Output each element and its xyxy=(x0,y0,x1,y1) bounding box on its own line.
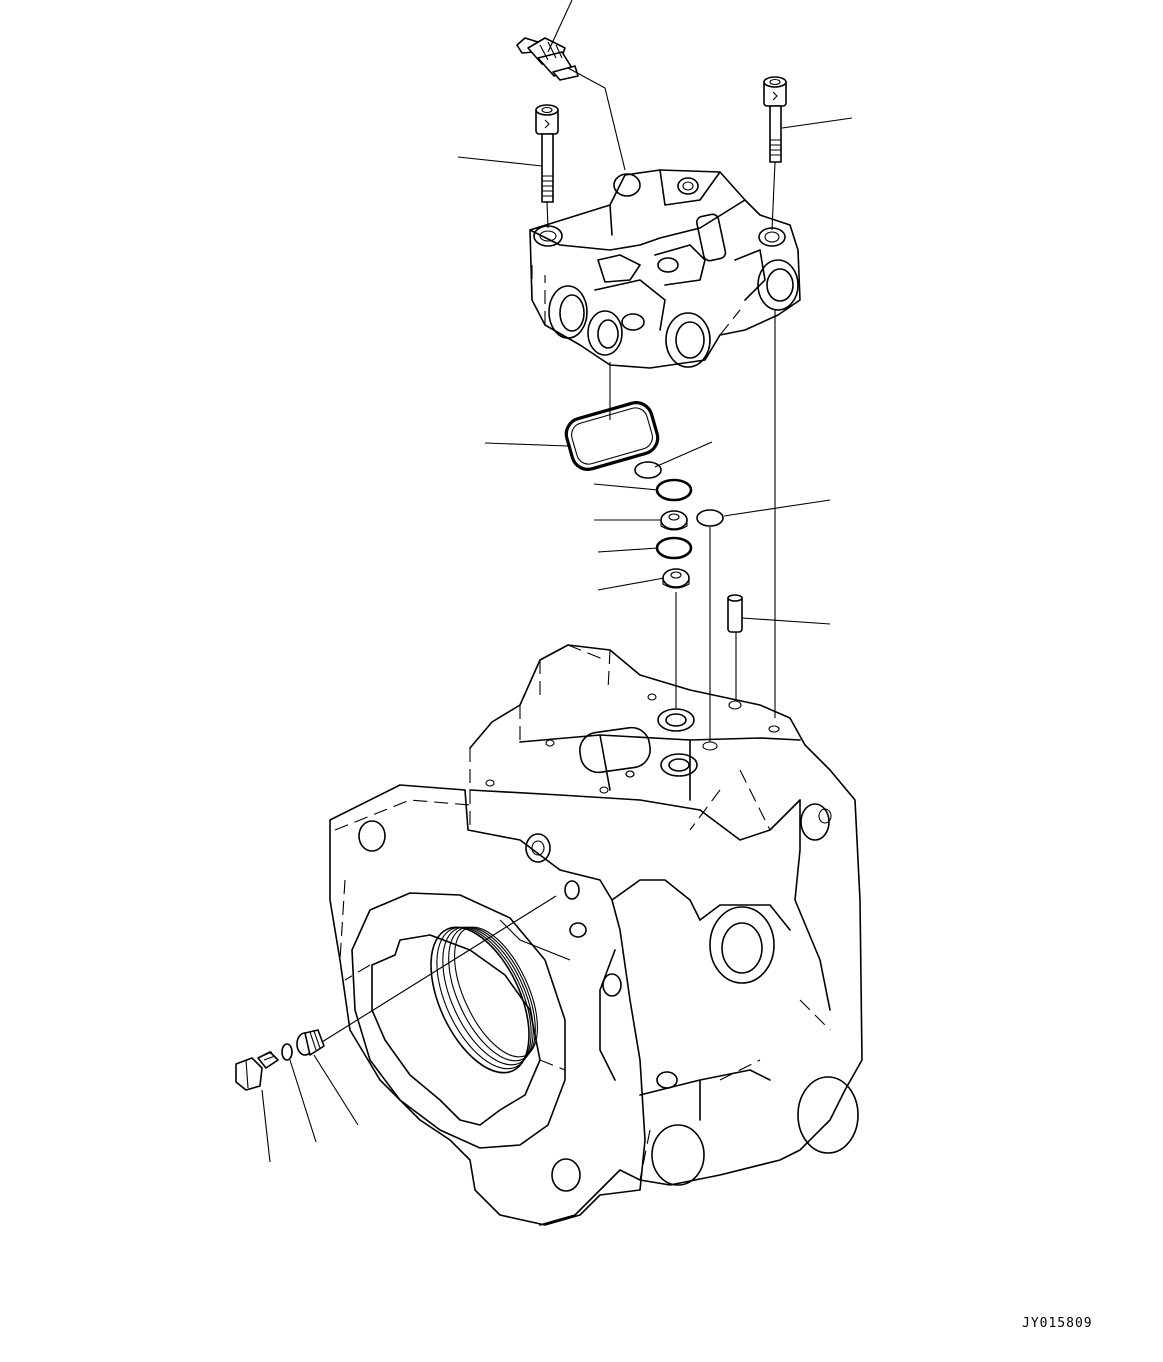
o-ring-2 xyxy=(655,536,693,560)
bolt-right xyxy=(763,76,787,163)
orifice-plug xyxy=(296,1029,325,1056)
plug-o-ring xyxy=(281,1043,293,1061)
collar-1 xyxy=(660,510,688,531)
valve-block xyxy=(529,169,801,369)
bolt-left xyxy=(535,104,559,203)
pump-housing xyxy=(329,644,863,1226)
assembly-lines xyxy=(321,67,776,1043)
drawing-code: JY015809 xyxy=(1022,1316,1093,1331)
o-ring-1 xyxy=(655,478,693,502)
gasket xyxy=(564,401,660,471)
collar-2 xyxy=(662,568,690,589)
drain-plug xyxy=(235,1051,279,1091)
o-ring-small-2 xyxy=(696,509,724,527)
pressure-sensor xyxy=(516,37,579,81)
o-ring-small-1 xyxy=(634,461,662,479)
dowel-pin xyxy=(727,594,743,633)
leader-lines xyxy=(261,0,853,1163)
